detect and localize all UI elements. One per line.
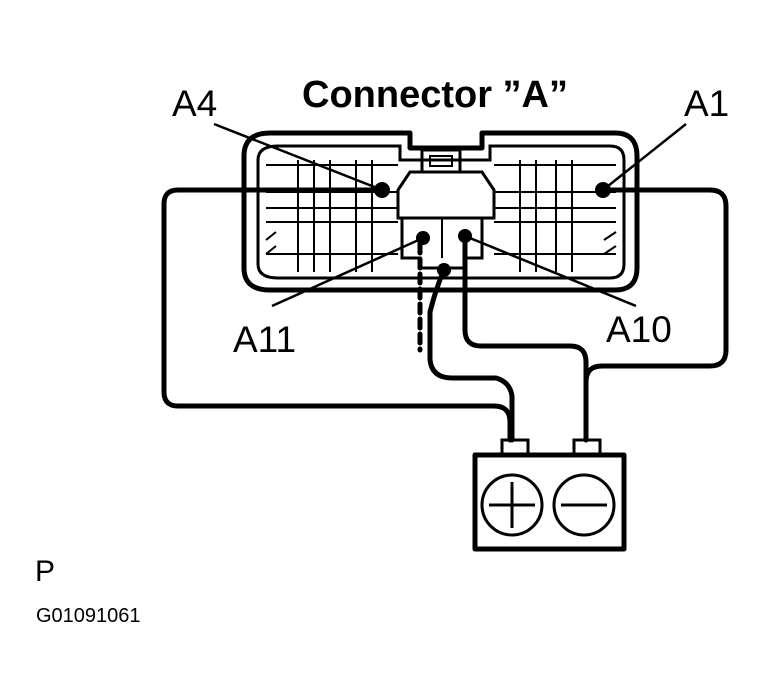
- diagram-title: Connector ”A”: [302, 74, 568, 116]
- plus-icon: [480, 473, 544, 537]
- battery-case: [472, 452, 627, 552]
- jumper-wire-a1-side: [583, 187, 729, 443]
- jumper-wire-a4-a1: [161, 187, 513, 443]
- pin-label-a4: A4: [172, 83, 217, 124]
- leader-a11: [271, 236, 424, 308]
- lead-probe-positive: [427, 267, 515, 443]
- pin-label-a1: A1: [684, 83, 729, 124]
- lead-a10-negative: [462, 233, 589, 443]
- figure-code: G01091061: [36, 605, 141, 627]
- leader-a10: [464, 234, 637, 308]
- pin-label-a10: A10: [606, 309, 672, 350]
- battery-terminal-positive: [500, 438, 530, 456]
- left-cavity-grid: [265, 160, 398, 272]
- pin-label-a11: A11: [233, 319, 296, 360]
- leader-a4: [213, 122, 383, 192]
- battery: [472, 438, 627, 552]
- leader-a1: [602, 123, 687, 191]
- corner-letter: P: [35, 555, 55, 588]
- minus-icon: [552, 473, 616, 537]
- right-cavity-grid: [494, 160, 617, 272]
